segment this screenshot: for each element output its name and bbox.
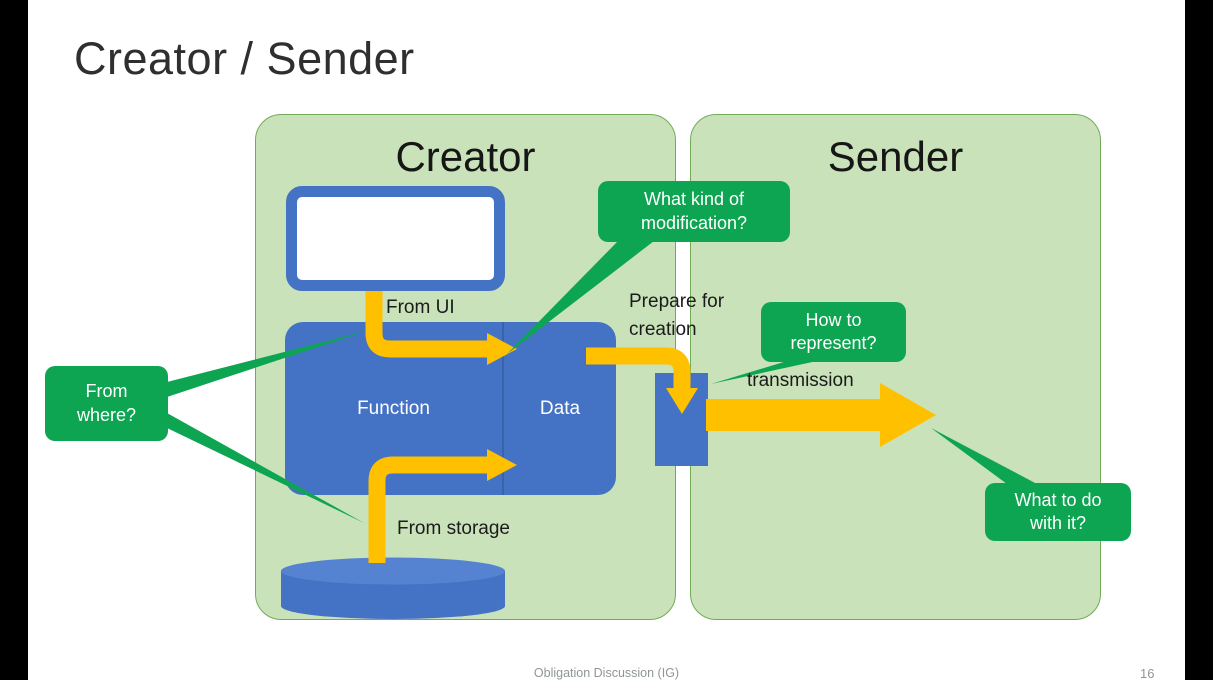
- prepare-box: [655, 373, 708, 466]
- sender-panel-title: Sender: [827, 133, 964, 180]
- function-label: Function: [357, 397, 430, 419]
- callout-represent: How to represent?: [761, 302, 906, 362]
- transmission-label: transmission: [747, 370, 854, 391]
- creator-panel-title: Creator: [395, 133, 536, 180]
- ui-box: [286, 186, 505, 291]
- from-ui-label: From UI: [386, 297, 455, 318]
- prepare-for-creation-label: Prepare for creation: [629, 291, 725, 340]
- function-data-divider: [502, 322, 504, 495]
- data-label: Data: [539, 397, 581, 419]
- from-storage-label: From storage: [397, 518, 510, 539]
- callout-from-where: From where?: [45, 366, 168, 441]
- callout-modification: What kind of modification?: [598, 181, 790, 242]
- footer-text: Obligation Discussion (IG): [533, 666, 680, 680]
- function-data-box: Function Data: [285, 322, 616, 495]
- page-number: 16: [1140, 666, 1155, 680]
- slide-title: Creator / Sender: [74, 33, 415, 84]
- callout-what-to-do: What to do with it?: [985, 483, 1131, 541]
